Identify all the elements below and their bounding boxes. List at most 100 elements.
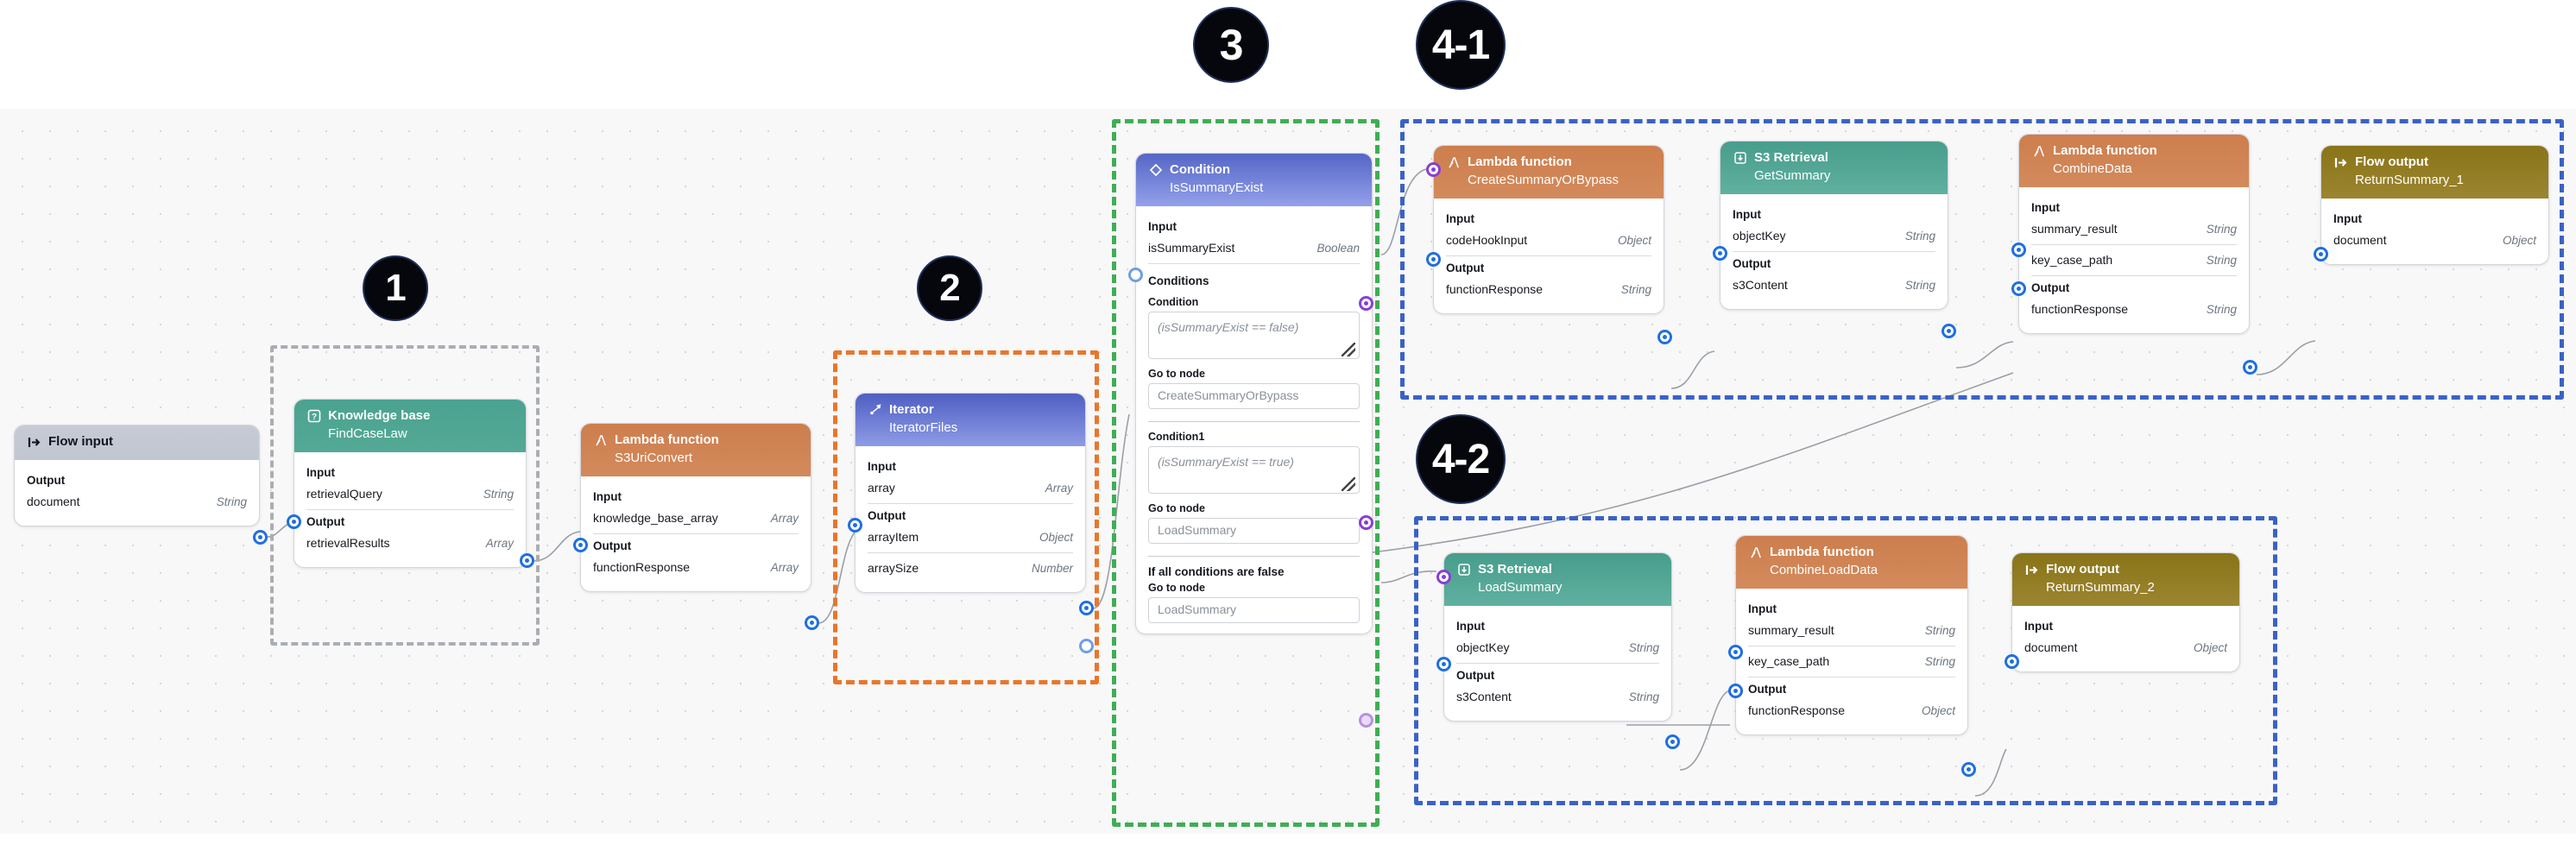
output-port-condition-goto-1[interactable] bbox=[1359, 515, 1373, 530]
condition-1-goto-input[interactable]: LoadSummary bbox=[1148, 518, 1360, 544]
port-row-array[interactable]: array Array bbox=[868, 475, 1073, 501]
section-title: Output bbox=[27, 474, 66, 487]
port-row-summary-result[interactable]: summary_result String bbox=[2031, 216, 2237, 243]
node-s3-retrieval-getsummary[interactable]: S3 Retrieval GetSummary Input objectKey … bbox=[1720, 141, 1948, 310]
port-type: String bbox=[1628, 690, 1659, 703]
node-condition-issummaryexist[interactable]: Condition IsSummaryExist Input isSummary… bbox=[1135, 153, 1373, 634]
port-label: functionResponse bbox=[1748, 703, 1846, 717]
input-port-getsummary-objectkey[interactable] bbox=[1713, 246, 1727, 261]
port-type: Array bbox=[770, 561, 799, 574]
input-port-combineloaddata-key-case-path[interactable] bbox=[1728, 684, 1743, 698]
node-s3-retrieval-loadsummary[interactable]: S3 Retrieval LoadSummary Input objectKey… bbox=[1443, 552, 1672, 722]
iterator-icon bbox=[868, 403, 882, 418]
output-port-getsummary-s3content[interactable] bbox=[1941, 324, 1956, 338]
resize-grip-icon[interactable] bbox=[1342, 477, 1355, 491]
port-label: objectKey bbox=[1456, 640, 1510, 654]
port-row-document[interactable]: document Object bbox=[2024, 634, 2227, 661]
input-port-iterator-array[interactable] bbox=[848, 518, 862, 533]
node-body: Input objectKey String Output s3Content … bbox=[1444, 606, 1671, 721]
node-flow-input[interactable]: Flow input Output document String bbox=[14, 425, 260, 526]
port-row-codehookinput[interactable]: codeHookInput Object bbox=[1446, 227, 1651, 254]
input-port-loadsummary-objectkey[interactable] bbox=[1436, 657, 1451, 671]
input-port-s3uriconvert-knowledge-base-array[interactable] bbox=[573, 538, 588, 552]
port-row-s3content[interactable]: s3Content String bbox=[1456, 684, 1659, 710]
condition-1-expression-text: (isSummaryExist == true) bbox=[1158, 455, 1294, 469]
condition-0-expression-input[interactable]: (isSummaryExist == false) bbox=[1148, 312, 1360, 359]
output-port-loadsummary-s3content[interactable] bbox=[1665, 734, 1680, 749]
port-type: String bbox=[2206, 303, 2237, 316]
node-name: S3UriConvert bbox=[615, 451, 693, 465]
node-lambda-s3uriconvert[interactable]: Lambda function S3UriConvert Input knowl… bbox=[580, 423, 811, 592]
input-port-combineloaddata-summary-result[interactable] bbox=[1728, 645, 1743, 659]
divider bbox=[1148, 556, 1360, 557]
output-port-knowledge-base-retrievalresults[interactable] bbox=[520, 553, 534, 568]
lambda-icon bbox=[2031, 144, 2046, 159]
port-row-issummaryexist[interactable]: isSummaryExist Boolean bbox=[1148, 235, 1360, 262]
port-row-key-case-path[interactable]: key_case_path String bbox=[1748, 648, 1955, 675]
input-port-createsummaryorbypass-codehookinput[interactable] bbox=[1426, 252, 1441, 267]
node-kind: S3 Retrieval bbox=[1754, 150, 1828, 165]
step-badge-2: 2 bbox=[917, 255, 982, 321]
node-header: Flow output ReturnSummary_2 bbox=[2012, 553, 2239, 606]
flow-output-icon bbox=[2024, 563, 2039, 577]
step-badge-4-1: 4-1 bbox=[1416, 0, 1506, 90]
input-port-combinedata-summary-result[interactable] bbox=[2011, 243, 2026, 257]
output-port-condition-fallback[interactable] bbox=[1359, 713, 1373, 728]
output-port-flow-input-document[interactable] bbox=[253, 530, 268, 545]
output-port-combinedata-functionresponse[interactable] bbox=[2243, 360, 2257, 375]
output-port-createsummaryorbypass-functionresponse[interactable] bbox=[1657, 330, 1672, 344]
output-port-s3uriconvert-functionresponse[interactable] bbox=[805, 615, 819, 630]
port-row-objectkey[interactable]: objectKey String bbox=[1733, 223, 1935, 249]
port-row-key-case-path[interactable]: key_case_path String bbox=[2031, 247, 2237, 274]
port-row-functionresponse[interactable]: functionResponse String bbox=[1446, 276, 1651, 303]
node-iterator-iteratorfiles[interactable]: Iterator IteratorFiles Input array Array… bbox=[855, 393, 1086, 593]
node-header: Lambda function S3UriConvert bbox=[581, 424, 811, 476]
flow-input-icon bbox=[27, 435, 41, 450]
output-port-combineloaddata-functionresponse[interactable] bbox=[1961, 762, 1976, 777]
port-row-objectkey[interactable]: objectKey String bbox=[1456, 634, 1659, 661]
port-row-functionresponse[interactable]: functionResponse Array bbox=[593, 554, 799, 581]
section-title-input: Input bbox=[593, 490, 622, 503]
port-row-arrayitem[interactable]: arrayItem Object bbox=[868, 524, 1073, 551]
port-type: String bbox=[1904, 279, 1935, 292]
input-port-condition-issummaryexist[interactable] bbox=[1128, 268, 1143, 282]
node-entry-port-createsummaryorbypass[interactable] bbox=[1426, 162, 1441, 177]
resize-grip-icon[interactable] bbox=[1342, 343, 1355, 356]
s3-retrieval-icon bbox=[1733, 151, 1747, 166]
fallback-goto-input[interactable]: LoadSummary bbox=[1148, 597, 1360, 623]
node-lambda-combinedata[interactable]: Lambda function CombineData Input summar… bbox=[2018, 134, 2250, 334]
divider bbox=[1456, 663, 1659, 664]
input-port-returnsummary2-document[interactable] bbox=[2005, 654, 2019, 669]
port-row-knowledge-base-array[interactable]: knowledge_base_array Array bbox=[593, 505, 799, 532]
port-row-retrievalquery[interactable]: retrievalQuery String bbox=[306, 481, 514, 507]
port-type: Object bbox=[2193, 641, 2227, 654]
section-title-output: Output bbox=[593, 539, 632, 552]
node-name: IsSummaryExist bbox=[1170, 180, 1264, 195]
node-knowledge-base-findcaselaw[interactable]: ? Knowledge base FindCaseLaw Input retri… bbox=[294, 399, 527, 568]
node-flow-output-returnsummary-1[interactable]: Flow output ReturnSummary_1 Input docume… bbox=[2320, 145, 2549, 265]
section-title-output: Output bbox=[1446, 262, 1485, 274]
node-lambda-combineloaddata[interactable]: Lambda function CombineLoadData Input su… bbox=[1735, 535, 1968, 735]
port-row-retrievalresults[interactable]: retrievalResults Array bbox=[306, 530, 514, 557]
port-type: String bbox=[216, 495, 247, 508]
output-port-condition-goto-0[interactable] bbox=[1359, 296, 1373, 311]
condition-0-goto-input[interactable]: CreateSummaryOrBypass bbox=[1148, 383, 1360, 409]
port-row-document[interactable]: document Object bbox=[2333, 227, 2536, 254]
port-row-functionresponse[interactable]: functionResponse String bbox=[2031, 296, 2237, 323]
port-label: arraySize bbox=[868, 561, 919, 575]
node-flow-output-returnsummary-2[interactable]: Flow output ReturnSummary_2 Input docume… bbox=[2011, 552, 2240, 672]
output-port-iterator-arraysize[interactable] bbox=[1079, 639, 1094, 653]
input-port-returnsummary1-document[interactable] bbox=[2314, 247, 2328, 262]
condition-1-expression-input[interactable]: (isSummaryExist == true) bbox=[1148, 446, 1360, 494]
output-port-iterator-arrayitem[interactable] bbox=[1079, 601, 1094, 615]
port-row-summary-result[interactable]: summary_result String bbox=[1748, 617, 1955, 644]
node-entry-port-loadsummary[interactable] bbox=[1436, 570, 1451, 584]
node-kind: Condition bbox=[1170, 162, 1230, 177]
port-row-document[interactable]: document String bbox=[27, 489, 247, 515]
port-row-functionresponse[interactable]: functionResponse Object bbox=[1748, 697, 1955, 724]
port-row-s3content[interactable]: s3Content String bbox=[1733, 272, 1935, 299]
port-row-arraysize[interactable]: arraySize Number bbox=[868, 555, 1073, 582]
input-port-combinedata-key-case-path[interactable] bbox=[2011, 281, 2026, 296]
node-lambda-createsummaryorbypass[interactable]: Lambda function CreateSummaryOrBypass In… bbox=[1433, 145, 1664, 314]
input-port-knowledge-base-retrievalquery[interactable] bbox=[287, 514, 301, 529]
